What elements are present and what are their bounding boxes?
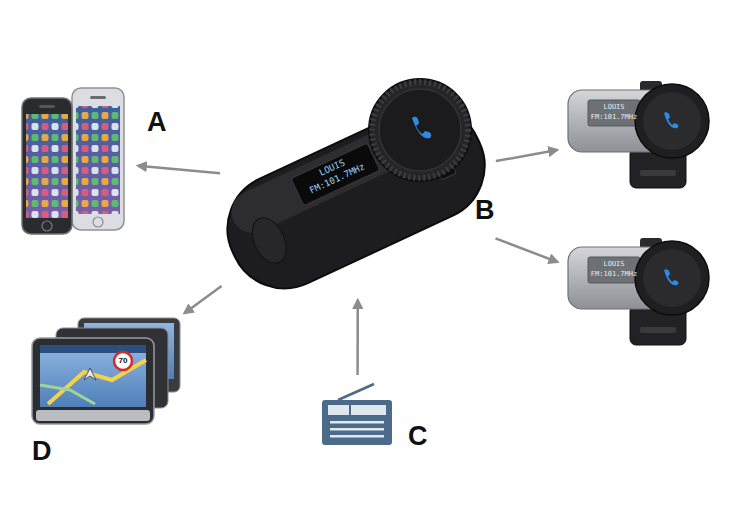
phone-group: A (20, 85, 130, 235)
radio-device: C (320, 383, 395, 447)
gps-stack (32, 318, 180, 424)
intercom-knob (369, 79, 471, 181)
phone-apps (26, 114, 68, 218)
connector-arrow (495, 238, 557, 262)
unit-screen (588, 100, 640, 126)
phone-speaker (39, 105, 55, 108)
callout-letter: B (475, 195, 501, 225)
connector-arrow (138, 166, 220, 174)
callout-letter: A (147, 107, 173, 137)
callout-letter: D (32, 436, 58, 466)
gps-front (32, 338, 154, 424)
helmet-unit: LOUISFM:101.7MHz (565, 235, 710, 350)
phone-icon (412, 117, 431, 139)
knob-face (379, 89, 461, 171)
radio-dial (328, 405, 386, 415)
callout-letter: C (408, 421, 434, 451)
speed-sign (114, 352, 132, 370)
phone-body (72, 88, 124, 230)
gps-screen (40, 345, 146, 407)
radio-grille (330, 435, 384, 438)
screen-text: FM:101.7MHz (292, 143, 379, 205)
phone-screen (26, 114, 68, 218)
connector-arrow (496, 150, 557, 161)
screen-text: FM:101.7MHz (588, 100, 640, 126)
phone-home-button (93, 217, 103, 227)
gps-road (40, 385, 95, 404)
unit-clip-slot (640, 170, 676, 176)
gps-device: D (30, 318, 180, 425)
gps-top-bar (40, 345, 146, 353)
radio-needle (349, 405, 351, 415)
gps-arrow (84, 368, 96, 380)
intercom-device: LOUISFM:101.7MHz (228, 80, 488, 292)
unit-knob (635, 84, 709, 158)
phone-pair (22, 88, 124, 234)
speed-value: 70 (113, 355, 133, 367)
radio-grille (330, 428, 384, 431)
screen-text: FM:101.7MHz (588, 257, 640, 283)
intercom-body (209, 88, 502, 306)
radio-icon (322, 384, 392, 445)
radio-antenna (338, 384, 374, 400)
phone-apps (76, 106, 120, 214)
intercom-button (245, 212, 292, 268)
helmet-unit (568, 238, 709, 345)
phone-body (22, 98, 72, 234)
connector-arrow (356, 300, 359, 375)
phone-screen (76, 106, 120, 214)
gps-bezel (36, 410, 150, 421)
unit-knob-face (643, 92, 701, 150)
knob-ridges (372, 82, 468, 178)
intercom-body-group (209, 88, 502, 306)
intercom-screen (291, 143, 380, 206)
phone-home-button (42, 221, 52, 231)
helmet-unit (568, 81, 709, 188)
connector-arrow (184, 286, 221, 313)
phone-icon (664, 112, 679, 128)
phone-speaker (90, 96, 106, 99)
radio-body (322, 400, 392, 445)
radio-grille (330, 421, 384, 424)
helmet-unit: LOUISFM:101.7MHz (565, 78, 710, 193)
knob-outer (369, 79, 471, 181)
